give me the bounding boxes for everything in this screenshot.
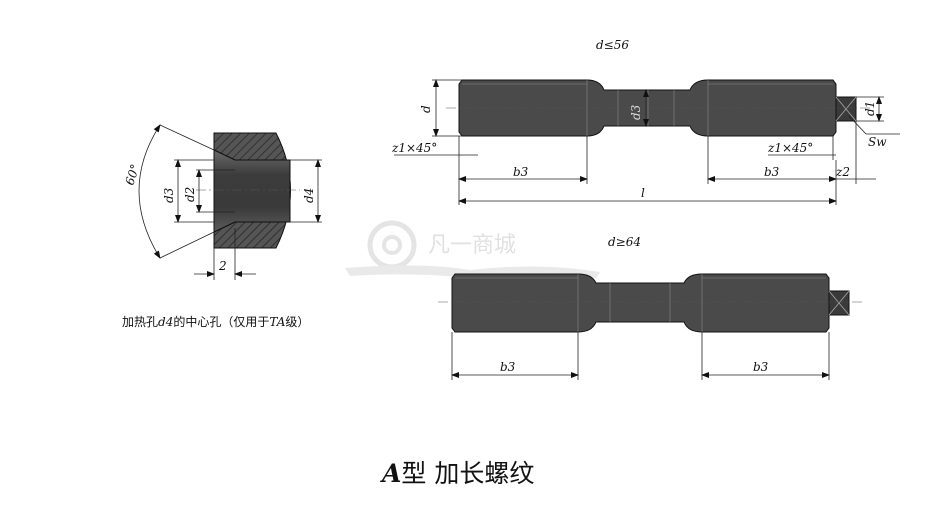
upper-b3-left: b3 [513,165,529,179]
upper-d1-label: d1 [863,101,877,116]
detail-d3-label: d3 [162,187,176,203]
watermark: 凡一商城 [345,220,600,278]
figure-title: A型 加长螺纹 [380,459,534,488]
center-hole-bore [213,149,291,233]
upper-sw-label: Sw [868,135,887,149]
angle-label: 60° [123,162,143,187]
lower-b3-right: b3 [753,360,769,374]
upper-z2: z2 [835,165,850,179]
upper-chamfer-right: z1×45° [767,141,813,155]
shaft-lower: d≥64 b3 b3 [438,235,864,380]
watermark-text: 凡一商城 [428,233,516,258]
lower-b3-left: b3 [500,360,516,374]
upper-d-label: d [419,105,433,113]
upper-b3-right: b3 [764,165,780,179]
detail-d2-label: d2 [183,187,197,202]
upper-title: d≤56 [596,38,629,52]
detail-caption: 加热孔d4的中心孔（仅用于TA级） [122,314,309,329]
shaft-upper: d≤56 d d3 d1 Sw z1×45° [391,38,900,205]
upper-l: l [641,186,645,200]
lower-title: d≥64 [608,235,641,249]
upper-chamfer-left: z1×45° [391,141,437,155]
detail-d4-label: d4 [302,188,316,203]
upper-d3-label: d3 [629,104,643,120]
lower-shaft-body [451,273,830,333]
detail-z2-label: 2 [218,259,227,273]
center-hole-detail: 60° d3 d2 d4 2 [123,124,322,280]
